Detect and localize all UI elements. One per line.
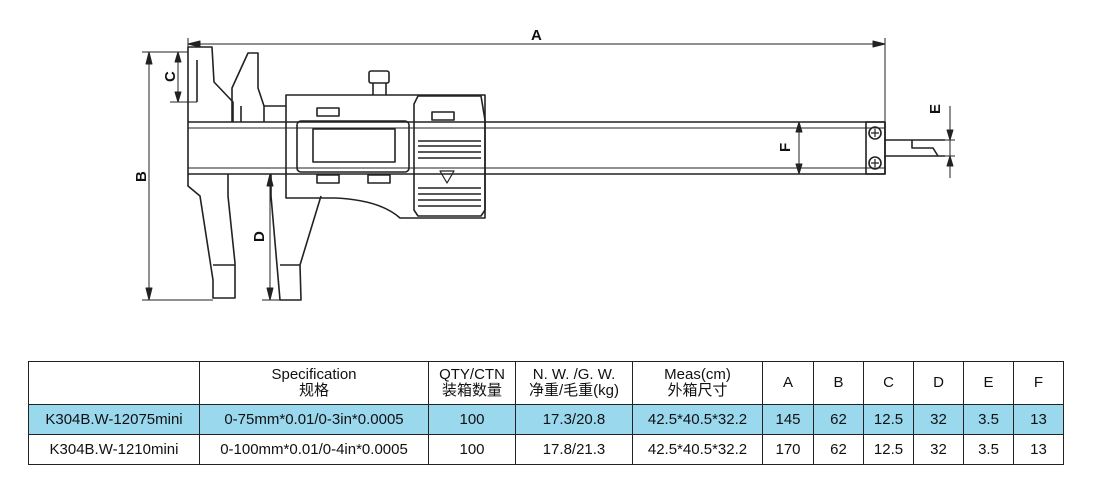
header-spec-en: Specification xyxy=(271,366,357,383)
header-e: E xyxy=(963,361,1014,405)
header-model xyxy=(28,361,200,405)
cell-b: 62 xyxy=(813,404,864,435)
cell-a: 170 xyxy=(762,434,814,465)
cell-e: 3.5 xyxy=(963,434,1014,465)
cell-qty: 100 xyxy=(428,434,516,465)
header-f: F xyxy=(1013,361,1064,405)
cell-spec: 0-100mm*0.01/0-4in*0.0005 xyxy=(199,434,429,465)
cell-d: 32 xyxy=(913,434,964,465)
header-qty-en: QTY/CTN xyxy=(439,366,505,383)
caliper-drawing: A B C D E F xyxy=(133,27,955,301)
dimension-label-e: E xyxy=(927,104,944,114)
caliper-beam xyxy=(187,121,886,175)
header-qty: QTY/CTN 装箱数量 xyxy=(428,361,516,405)
depth-rod xyxy=(885,139,945,157)
cell-e: 3.5 xyxy=(963,404,1014,435)
header-b: B xyxy=(813,361,864,405)
header-weight: N. W. /G. W. 净重/毛重(kg) xyxy=(515,361,633,405)
cell-meas: 42.5*40.5*32.2 xyxy=(632,434,763,465)
table-row: K304B.W-12075mini 0-75mm*0.01/0-3in*0.00… xyxy=(28,404,1064,435)
cell-c: 12.5 xyxy=(863,434,914,465)
sliding-jaw xyxy=(231,52,322,301)
digital-head xyxy=(285,70,486,219)
dimension-label-a: A xyxy=(531,27,542,44)
fixed-jaw xyxy=(187,46,236,299)
spec-table: Specification 规格 QTY/CTN 装箱数量 N. W. /G. … xyxy=(28,361,1064,465)
cell-qty: 100 xyxy=(428,404,516,435)
header-c: C xyxy=(863,361,914,405)
cell-model: K304B.W-1210mini xyxy=(28,434,200,465)
cell-weight: 17.8/21.3 xyxy=(515,434,633,465)
dimension-label-f: F xyxy=(777,143,794,152)
header-a: A xyxy=(762,361,814,405)
header-meas-en: Meas(cm) xyxy=(664,366,731,383)
cell-model: K304B.W-12075mini xyxy=(28,404,200,435)
table-header-row: Specification 规格 QTY/CTN 装箱数量 N. W. /G. … xyxy=(28,361,1064,405)
dimension-label-c: C xyxy=(162,71,179,82)
dimension-lines xyxy=(142,38,955,301)
table-row: K304B.W-1210mini 0-100mm*0.01/0-4in*0.00… xyxy=(28,434,1064,465)
cell-a: 145 xyxy=(762,404,814,435)
end-screws xyxy=(868,126,882,170)
header-spec-cn: 规格 xyxy=(298,382,329,399)
cell-meas: 42.5*40.5*32.2 xyxy=(632,404,763,435)
header-weight-en: N. W. /G. W. xyxy=(532,366,616,383)
cell-spec: 0-75mm*0.01/0-3in*0.0005 xyxy=(199,404,429,435)
header-meas-cn: 外箱尺寸 xyxy=(667,382,728,399)
header-weight-cn: 净重/毛重(kg) xyxy=(528,382,619,399)
cell-f: 13 xyxy=(1013,434,1064,465)
cell-d: 32 xyxy=(913,404,964,435)
cell-b: 62 xyxy=(813,434,864,465)
header-specification: Specification 规格 xyxy=(199,361,429,405)
cell-c: 12.5 xyxy=(863,404,914,435)
header-meas: Meas(cm) 外箱尺寸 xyxy=(632,361,763,405)
header-qty-cn: 装箱数量 xyxy=(441,382,502,399)
dimension-label-d: D xyxy=(251,231,268,242)
cell-weight: 17.3/20.8 xyxy=(515,404,633,435)
header-d: D xyxy=(913,361,964,405)
dimension-label-b: B xyxy=(133,171,150,182)
cell-f: 13 xyxy=(1013,404,1064,435)
